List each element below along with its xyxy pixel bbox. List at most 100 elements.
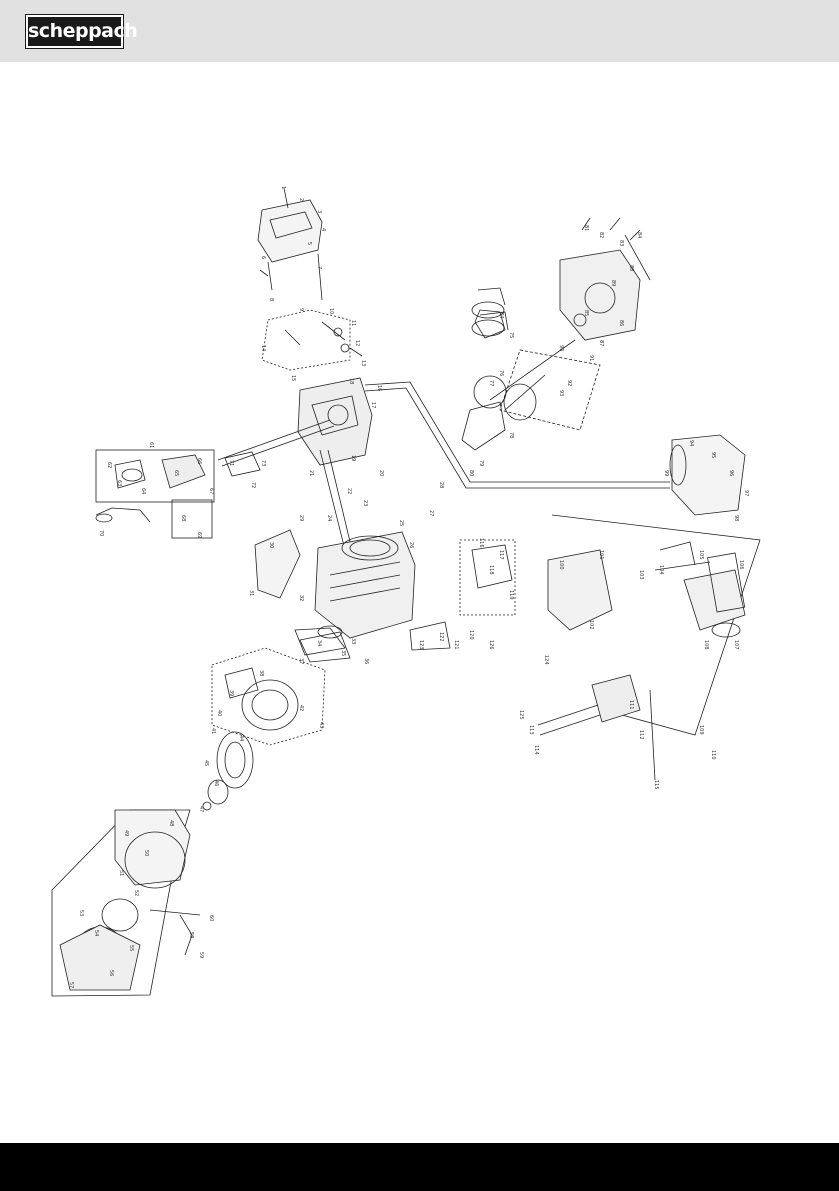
part-callout: 111	[628, 700, 634, 710]
part-callout: 64	[140, 488, 146, 494]
part-callout: 118	[488, 565, 494, 575]
part-callout: 83	[618, 240, 624, 246]
part-callout: 70	[98, 530, 104, 536]
part-callout: 38	[258, 670, 264, 676]
part-callout: 96	[728, 470, 734, 476]
part-callout: 120	[468, 630, 474, 640]
valve-cover	[257, 187, 323, 301]
part-callout: 97	[743, 490, 749, 496]
part-callout: 98	[733, 515, 739, 521]
part-callout: 37	[298, 658, 304, 664]
part-callout: 55	[128, 945, 134, 951]
crank-piston	[461, 287, 601, 451]
part-callout: 20	[378, 470, 384, 476]
rocker-assembly	[261, 309, 363, 371]
part-callout: 2	[298, 198, 304, 201]
part-callout: 53	[78, 910, 84, 916]
part-callout: 114	[533, 745, 539, 755]
part-callout: 12	[354, 340, 360, 346]
part-callout: 103	[638, 570, 644, 580]
part-callout: 89	[610, 280, 616, 286]
part-callout: 73	[260, 460, 266, 466]
part-callout: 62	[106, 462, 112, 468]
part-callout: 16	[376, 385, 382, 391]
part-callout: 122	[438, 632, 444, 642]
part-callout: 42	[298, 705, 304, 711]
part-callout: 124	[543, 655, 549, 665]
part-callout: 61	[148, 442, 154, 448]
air-filter	[654, 541, 746, 638]
cylinder-head	[297, 377, 373, 466]
part-callout: 85	[583, 310, 589, 316]
part-callout: 76	[498, 370, 504, 376]
part-callout: 54	[93, 930, 99, 936]
scheppach-logo: scheppach	[26, 15, 138, 48]
part-callout: 14	[260, 345, 266, 351]
part-callout: 105	[698, 550, 704, 560]
part-callout: 88	[628, 265, 634, 271]
part-callout: 81	[583, 225, 589, 231]
part-callout: 44	[238, 735, 244, 741]
part-callout: 25	[398, 520, 404, 526]
part-callout: 5	[306, 242, 312, 245]
part-callout: 94	[688, 440, 694, 446]
part-callout: 93	[558, 390, 564, 396]
part-callout: 19	[350, 455, 356, 461]
part-callout: 52	[133, 890, 139, 896]
part-callout: 99	[663, 470, 669, 476]
part-callout: 104	[658, 565, 664, 575]
part-callout: 123	[418, 640, 424, 650]
part-callout: 109	[698, 725, 704, 735]
part-callout: 107	[733, 640, 739, 650]
part-callout: 82	[598, 232, 604, 238]
part-callout: 43	[318, 722, 324, 728]
part-callout: 63	[116, 480, 122, 486]
part-callout: 106	[738, 560, 744, 570]
part-callout: 40	[216, 710, 222, 716]
part-callout: 58	[188, 932, 194, 938]
part-callout: 67	[208, 488, 214, 494]
part-callout: 78	[508, 432, 514, 438]
part-callout: 41	[210, 728, 216, 734]
part-callout: 110	[710, 750, 716, 760]
part-callout: 17	[370, 402, 376, 408]
part-callout: 36	[363, 658, 369, 664]
part-callout: 50	[143, 850, 149, 856]
part-callout: 69	[196, 532, 202, 538]
part-callout: 11	[350, 320, 356, 326]
part-callout: 4	[320, 228, 326, 231]
page-header: scheppach	[0, 0, 839, 62]
part-callout: 7	[316, 266, 322, 269]
part-callout: 28	[438, 482, 444, 488]
carburetor-group	[95, 449, 261, 539]
part-callout: 72	[250, 482, 256, 488]
part-callout: 22	[346, 488, 352, 494]
part-callout: 75	[508, 332, 514, 338]
part-callout: 13	[360, 360, 366, 366]
part-callout: 66	[196, 458, 202, 464]
part-callout: 32	[298, 595, 304, 601]
part-callout: 86	[618, 320, 624, 326]
part-callout: 71	[228, 460, 234, 466]
part-callout: 79	[478, 460, 484, 466]
part-callout: 126	[488, 640, 494, 650]
part-callout: 74	[498, 312, 504, 318]
part-callout: 29	[298, 515, 304, 521]
flywheel-assembly	[202, 627, 346, 811]
part-callout: 23	[362, 500, 368, 506]
part-callout: 108	[703, 640, 709, 650]
part-callout: 35	[340, 650, 346, 656]
part-callout: 27	[428, 510, 434, 516]
part-callout: 90	[558, 345, 564, 351]
part-callout: 68	[180, 515, 186, 521]
part-callout: 101	[598, 550, 604, 560]
part-callout: 31	[248, 590, 254, 596]
part-callout: 59	[198, 952, 204, 958]
crankcase-cover	[559, 217, 651, 341]
part-callout: 102	[588, 620, 594, 630]
page-footer	[0, 1143, 839, 1191]
part-callout: 77	[488, 380, 494, 386]
part-callout: 100	[558, 560, 564, 570]
part-callout: 113	[528, 725, 534, 735]
part-callout: 9	[298, 308, 304, 311]
